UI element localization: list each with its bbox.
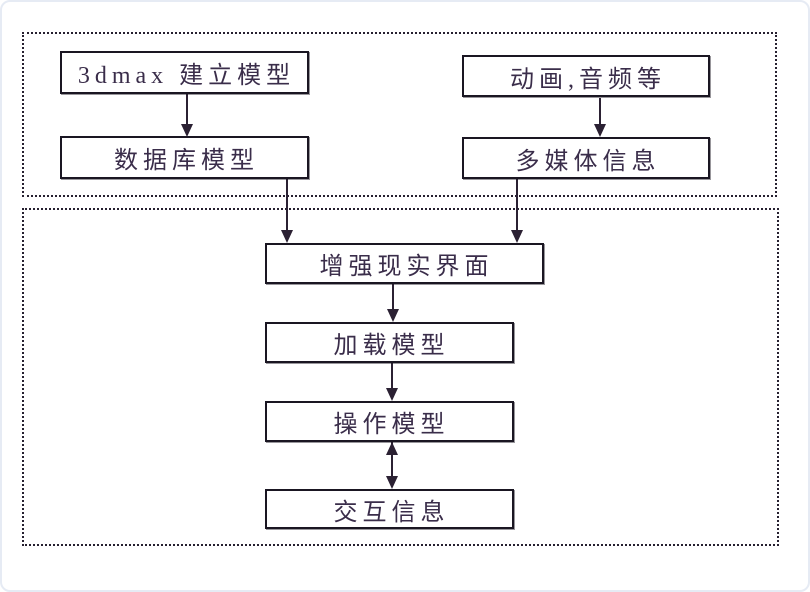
arrow-down-icon-animation-to-multimedia bbox=[593, 98, 607, 137]
node-label: 交互信息 bbox=[333, 499, 450, 526]
node-interaction-info: 交互信息 bbox=[265, 489, 514, 529]
node-multimedia-info: 多媒体信息 bbox=[462, 137, 710, 179]
node-database-model: 数据库模型 bbox=[60, 136, 309, 179]
arrow-down-icon-database-to-ar bbox=[280, 179, 294, 243]
node-3dmax-modeling: 3dmax 建立模型 bbox=[60, 51, 309, 94]
node-operate-model: 操作模型 bbox=[265, 401, 514, 442]
bottom-dotted-group bbox=[22, 208, 779, 546]
arrow-down-icon-multimedia-to-ar bbox=[510, 179, 524, 243]
top-dotted-group bbox=[22, 32, 777, 197]
node-label: 动画,音频等 bbox=[510, 66, 666, 93]
arrow-down-icon-modeling-to-database bbox=[180, 94, 194, 137]
node-load-model: 加载模型 bbox=[265, 322, 514, 363]
node-animation-audio: 动画,音频等 bbox=[462, 55, 710, 97]
arrow-down-icon-load-to-operate bbox=[385, 363, 399, 401]
node-label: 数据库模型 bbox=[114, 148, 259, 174]
node-label: 加载模型 bbox=[333, 333, 450, 359]
arrow-both-icon-operate-to-interaction bbox=[385, 442, 399, 489]
node-ar-interface: 增强现实界面 bbox=[265, 243, 544, 284]
arrow-up-head-icon bbox=[386, 442, 398, 455]
node-label: 操作模型 bbox=[333, 412, 450, 438]
node-label: 多媒体信息 bbox=[515, 148, 661, 175]
node-label: 3dmax 建立模型 bbox=[77, 63, 296, 89]
node-label: 增强现实界面 bbox=[319, 254, 494, 280]
arrow-down-icon-ar-to-load bbox=[386, 284, 400, 322]
